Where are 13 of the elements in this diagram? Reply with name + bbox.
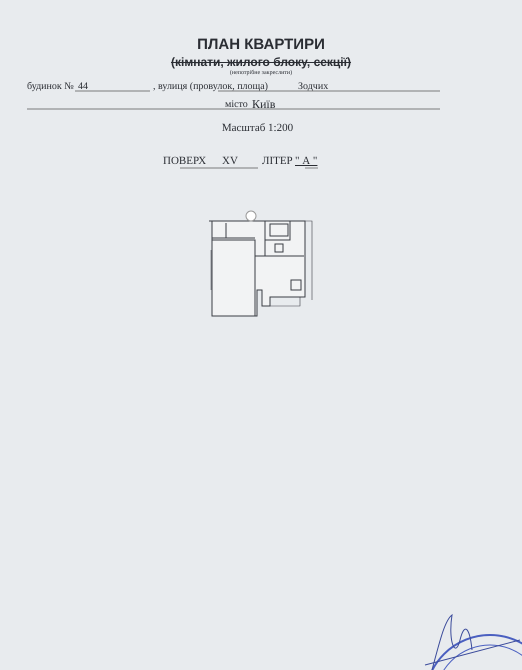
document-title: ПЛАН КВАРТИРИ: [196, 36, 326, 53]
field-label: , вулиця (провулок, площа): [153, 81, 268, 92]
filled-value: Зодчих: [298, 81, 328, 92]
struck-out-subtitle: (кімнати, жилого блоку, секції): [170, 55, 352, 69]
field-label: місто: [225, 99, 248, 110]
field-label: ПОВЕРХ: [163, 155, 206, 167]
filled-value: 44: [78, 81, 88, 92]
field-label: будинок №: [27, 81, 74, 92]
filled-value: XV: [222, 155, 238, 167]
field-label: ЛІТЕР: [262, 155, 293, 167]
filled-value: " А ": [295, 155, 318, 167]
filled-value: Київ: [252, 97, 276, 112]
scale-label: Масштаб 1:200: [220, 122, 294, 134]
